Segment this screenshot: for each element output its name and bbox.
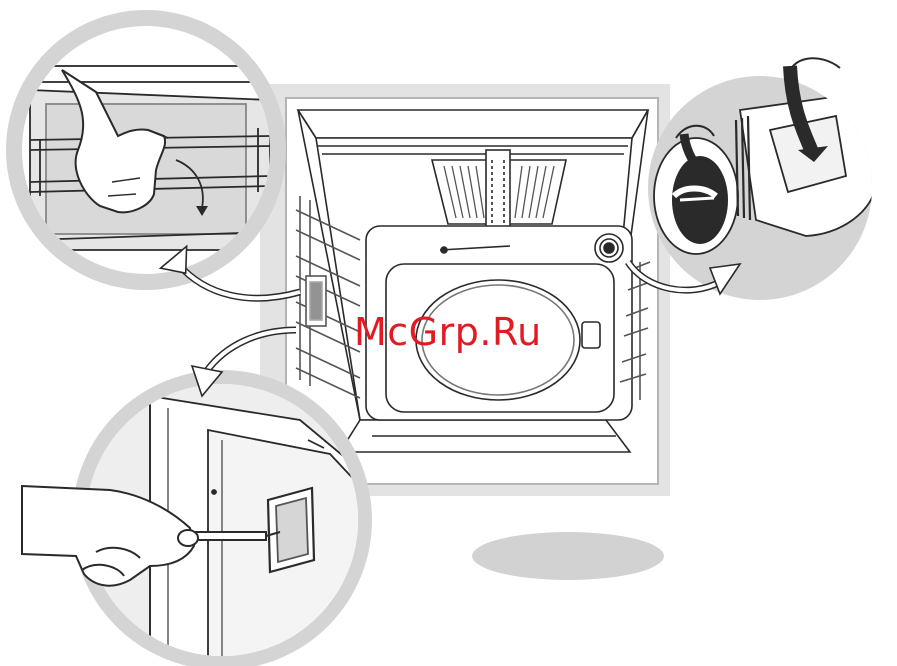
floor-shadow (472, 532, 664, 580)
oven-lamp (595, 234, 623, 262)
callout-lamp-cover (22, 370, 372, 666)
callout-shelf-removal (6, 10, 286, 290)
callout-lamp-cap (648, 58, 877, 300)
lamp-cap (736, 96, 877, 236)
watermark-text: McGrp.Ru (354, 310, 542, 354)
